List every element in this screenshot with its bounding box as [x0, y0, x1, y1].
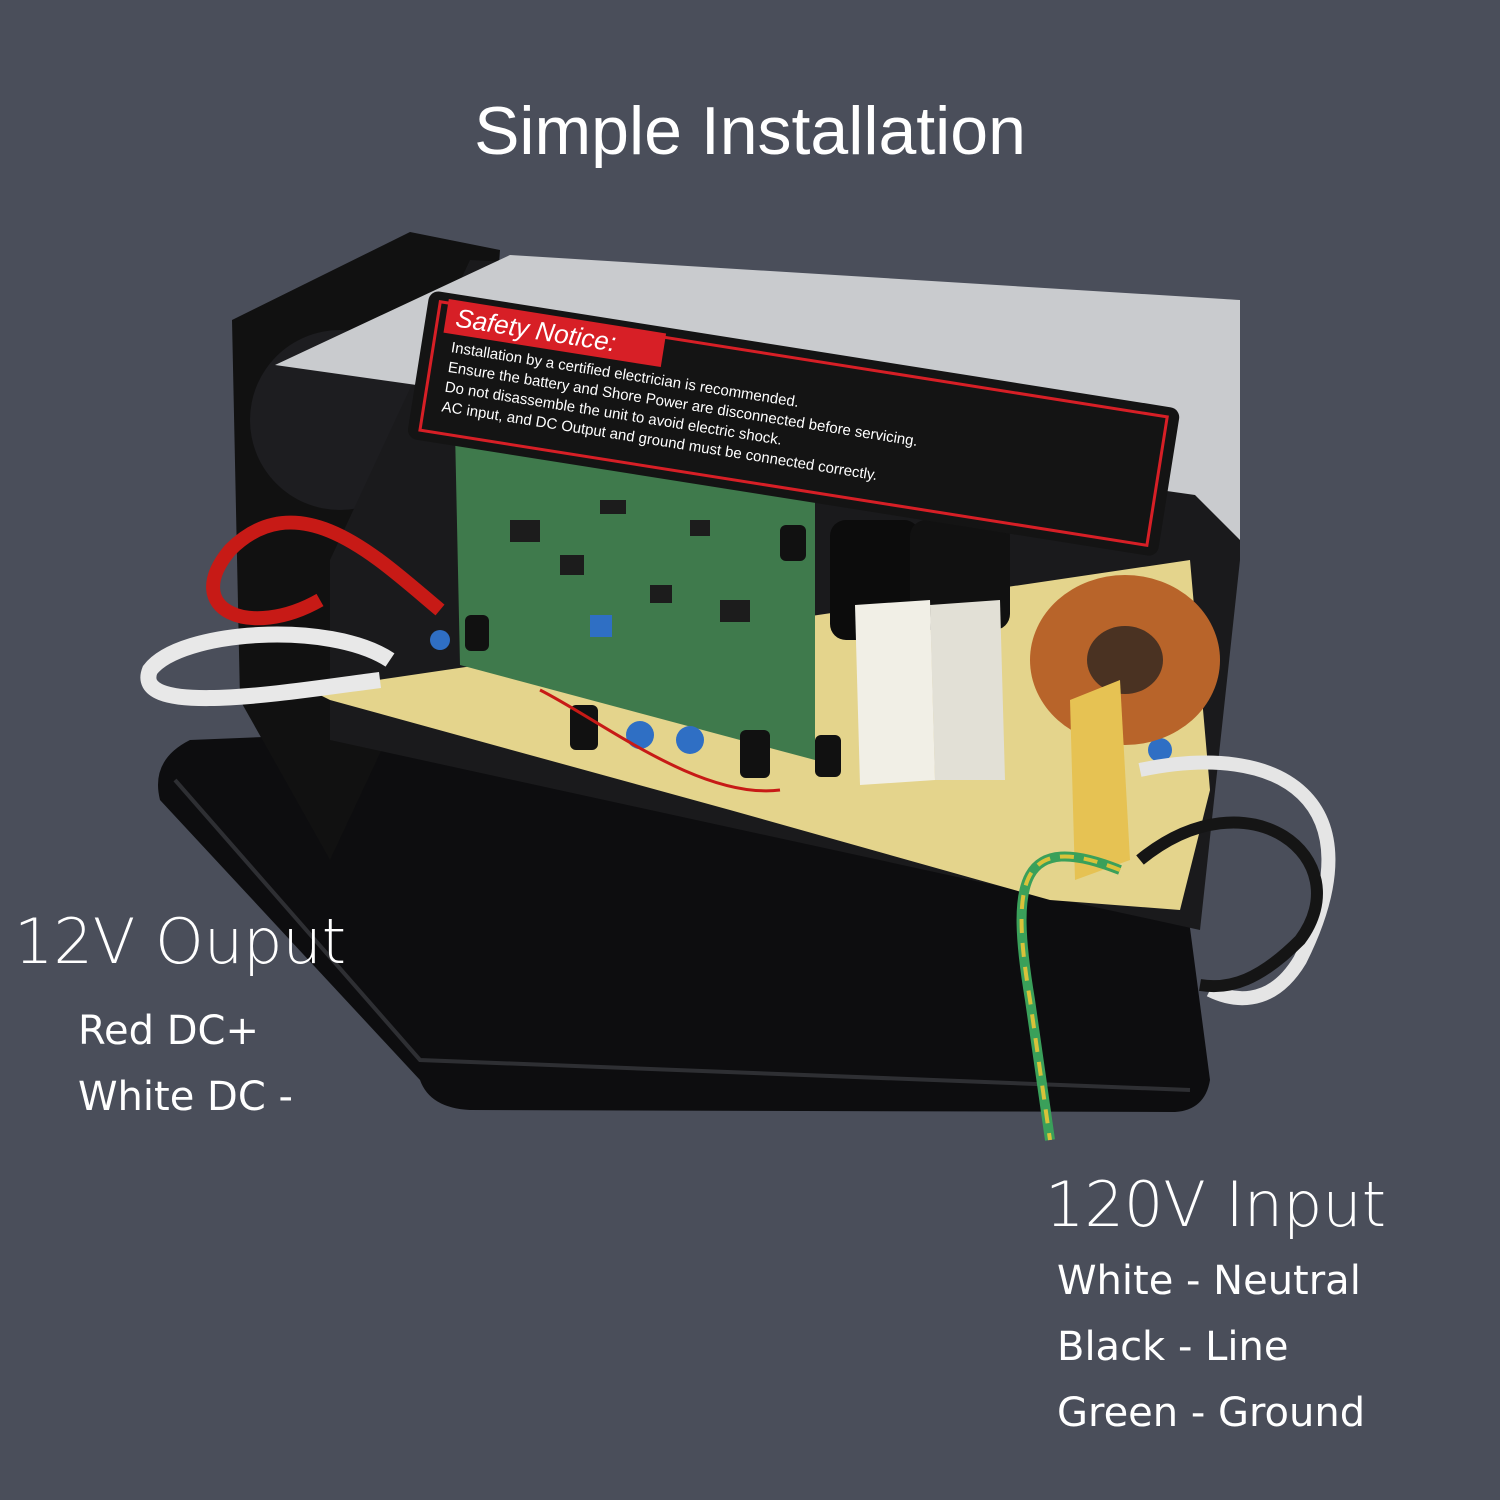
- input-heading: 120V Input: [1045, 1168, 1386, 1241]
- page-title: Simple Installation: [474, 93, 1026, 169]
- control-pcb: [455, 430, 815, 760]
- output-heading: 12V Ouput: [14, 905, 347, 978]
- input-line-black: Black - Line: [1057, 1324, 1289, 1370]
- transformer: [855, 600, 935, 785]
- input-line-white: White - Neutral: [1057, 1258, 1361, 1304]
- output-line-white: White DC -: [78, 1074, 293, 1120]
- red-dc-wire: [206, 515, 445, 626]
- black-line-wire: [1136, 816, 1323, 993]
- output-line-red: Red DC+: [78, 1008, 259, 1054]
- white-neutral-wire: [1138, 755, 1336, 1006]
- white-dc-wire: [140, 626, 395, 707]
- input-line-green: Green - Ground: [1057, 1390, 1366, 1436]
